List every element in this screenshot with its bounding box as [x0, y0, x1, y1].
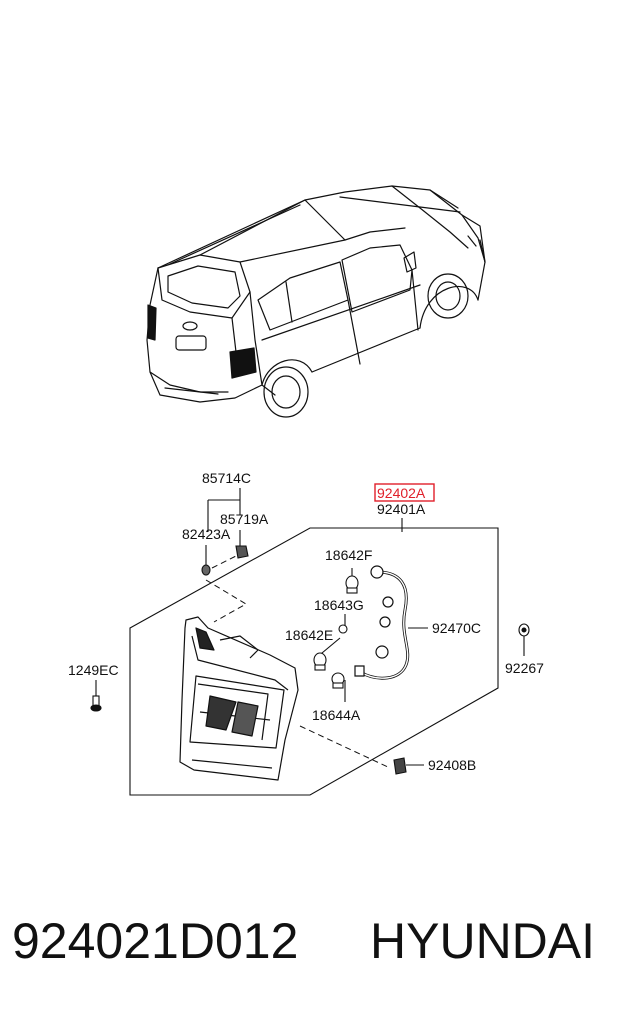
nut-82423a-icon: [201, 564, 211, 576]
tail-lamp-assembly: [179, 616, 299, 781]
label-18643g: 18643G: [314, 597, 364, 613]
grommet-92267-icon: [518, 623, 530, 637]
label-92408b: 92408B: [428, 757, 476, 773]
socket-92408b-icon: [393, 757, 407, 775]
screw-1249ec-icon: [90, 695, 102, 712]
highlight-box: [374, 483, 435, 502]
footer-caption: 924021D012 HYUNDAI: [12, 913, 595, 969]
leader-lines: [95, 488, 525, 769]
part-number: 924021D012: [12, 913, 298, 969]
label-92402a: 92402A: [377, 485, 426, 501]
label-1249ec: 1249EC: [68, 662, 119, 678]
label-92401a: 92401A: [377, 501, 426, 517]
label-92267: 92267: [505, 660, 544, 676]
label-18644a: 18644A: [312, 707, 361, 723]
label-85714c: 85714C: [202, 470, 251, 486]
label-18642f: 18642F: [325, 547, 372, 563]
label-18642e: 18642E: [285, 627, 333, 643]
bulb-18642f-icon: [345, 575, 359, 594]
clip-85719a-icon: [235, 545, 249, 559]
bulb-18642e-icon: [313, 652, 327, 671]
label-92470c: 92470C: [432, 620, 481, 636]
parts-frame: [129, 527, 499, 796]
label-85719a: 85719A: [220, 511, 269, 527]
part-labels: 85714C 85719A 82423A 92402A 92401A 18642…: [68, 470, 544, 773]
bulb-18644a-icon: [331, 672, 345, 689]
bulb-18643g-icon: [338, 624, 348, 634]
wiring-harness-92470c-icon: [354, 565, 410, 680]
vehicle-illustration: [146, 185, 486, 418]
label-82423a: 82423A: [182, 526, 231, 542]
brand-name: HYUNDAI: [370, 913, 595, 969]
